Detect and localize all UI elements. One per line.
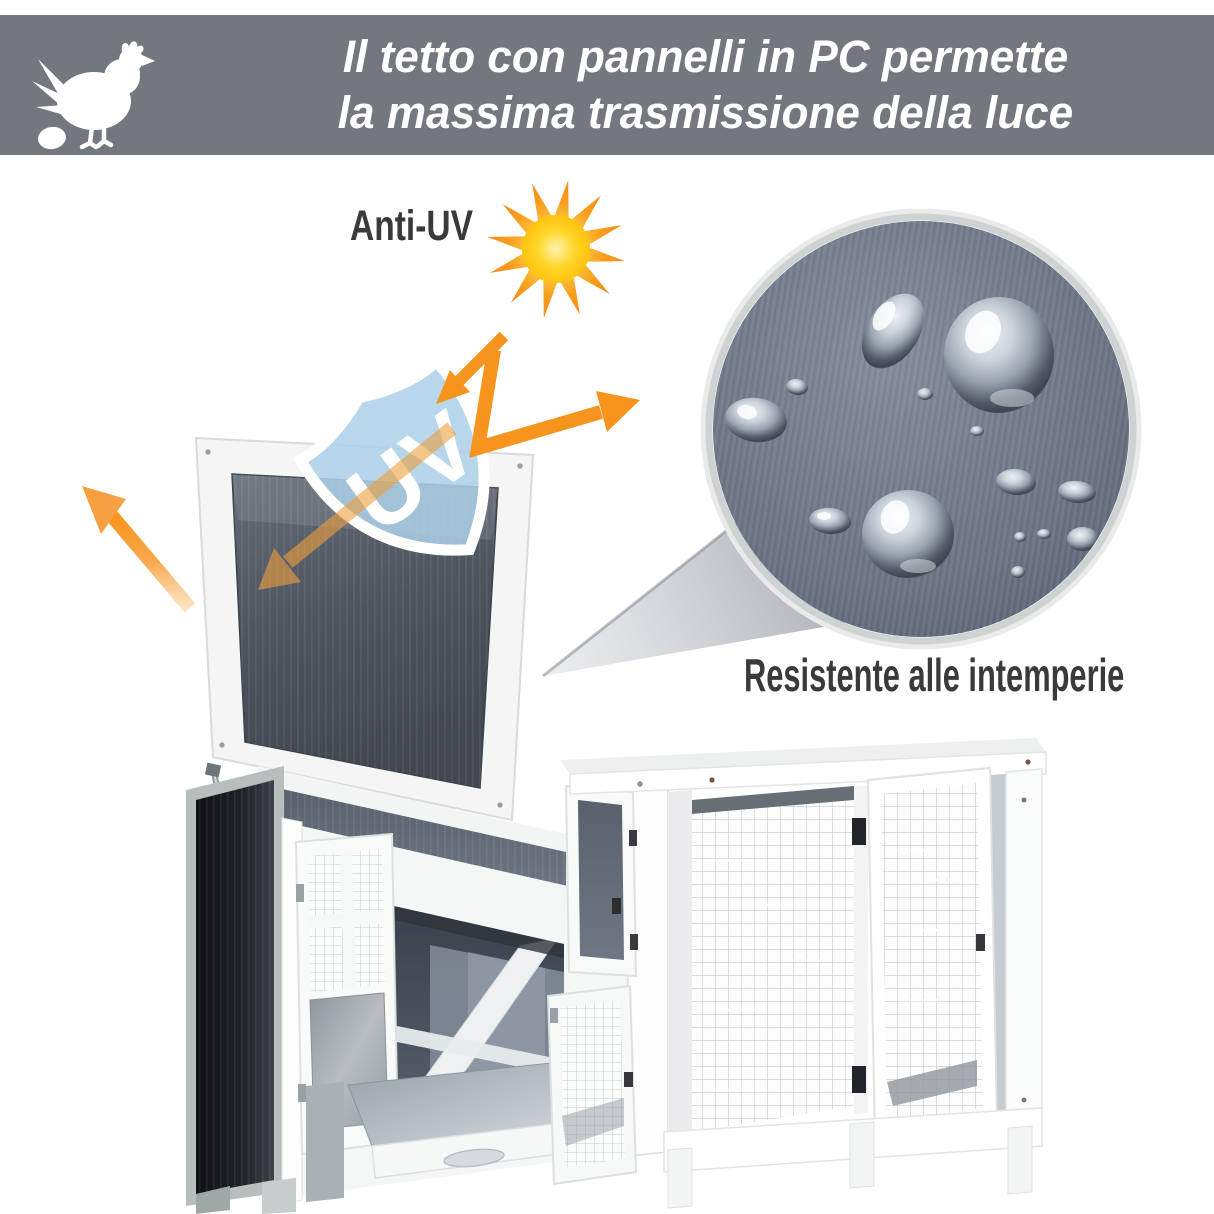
arrow-through-shield: [258, 422, 457, 590]
banner-title: Il tetto con pannelli in PC permette la …: [215, 15, 1196, 155]
chicken-coop: [186, 436, 1047, 1214]
arrow-up-left: [82, 486, 196, 613]
uv-arrows: [82, 331, 640, 613]
lower-mesh-door: [546, 984, 638, 1186]
run-frame-right: [663, 768, 1043, 1209]
anti-uv-label: Anti-UV: [350, 202, 473, 250]
sun-icon: [487, 180, 625, 318]
house-legs: [196, 1178, 296, 1214]
pullout-tray: [306, 1061, 590, 1202]
chicken-icon: [32, 41, 155, 150]
arrow-from-sun: [436, 331, 509, 404]
run-door-open: [852, 766, 1006, 1142]
left-side-panel: [186, 766, 284, 1206]
banner: Il tetto con pannelli in PC permette la …: [0, 15, 1214, 155]
run-roof: [560, 738, 1047, 795]
run-mesh-panel: [668, 786, 854, 1150]
water-droplets: [725, 293, 1099, 578]
banner-title-line2: la massima trasmissione della luce: [337, 87, 1074, 138]
banner-title-line1: Il tetto con pannelli in PC permette: [342, 31, 1069, 82]
roof-hinge-rail: [258, 766, 566, 852]
arrow-bounce-right: [469, 348, 640, 458]
weatherproof-label: Resistente alle intemperie: [744, 649, 1125, 701]
upper-middle-door: [564, 784, 638, 978]
uv-shield-icon: UV: [292, 353, 497, 556]
water-droplets-inset: [700, 208, 1142, 650]
